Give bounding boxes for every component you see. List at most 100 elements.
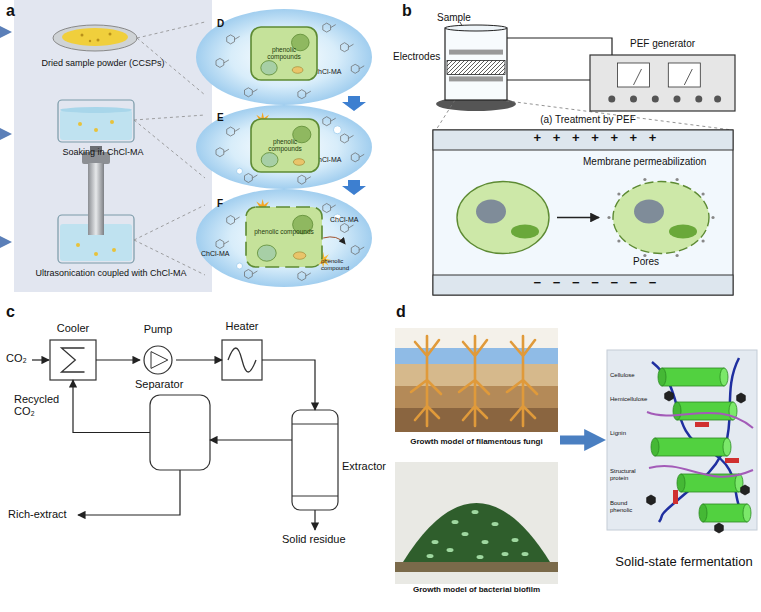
graphic-ellipse: [669, 225, 697, 239]
node-text: F: [217, 198, 231, 209]
graphic-ellipse: [462, 532, 469, 536]
graphic-polygon: [351, 246, 359, 255]
graphic-rect: [618, 63, 650, 87]
graphic-ellipse: [613, 182, 709, 254]
graphic-rect: [395, 328, 558, 456]
graphic-polygon: [245, 174, 253, 183]
graphic-ellipse: [196, 9, 372, 105]
graphic-line: [235, 36, 240, 39]
graphic-ellipse: [720, 368, 728, 386]
graphic-line: [235, 129, 240, 132]
zoom-circle: EChCl-MAphenolic compounds: [195, 104, 373, 190]
node-text: PEF generator: [630, 38, 730, 49]
graphic-polyline: [62, 348, 85, 372]
graphic-polygon: [0, 128, 12, 140]
graphic-rect: [449, 76, 503, 81]
graphic-polygon: [323, 23, 331, 32]
graphic-rect: [60, 110, 132, 140]
pef-generator: PEF generator: [590, 55, 735, 111]
graphic-line: [359, 247, 364, 250]
graphic-rect: [590, 55, 735, 111]
graphic-rect: [662, 368, 724, 386]
node-text: Solid-state fermentation: [603, 555, 761, 570]
graphic-ellipse: [743, 504, 751, 522]
fungi-model-outline: [395, 328, 558, 456]
graphic-circle: [676, 178, 679, 181]
graphic-line: [137, 38, 205, 95]
graphic-circle: [112, 248, 116, 252]
part-label: Electrodes: [393, 51, 453, 62]
graphic-circle: [676, 254, 679, 257]
graphic-line: [134, 240, 205, 275]
graphic-line: [684, 69, 692, 85]
graphic-line: [436, 100, 455, 130]
node-text: ChCl-MA: [313, 156, 363, 164]
graphic-polygon: [342, 180, 366, 195]
graphic-rect: [655, 438, 727, 456]
graphic-circle: [109, 33, 112, 36]
graphic-ellipse: [472, 510, 479, 514]
flow-arrow: [96, 359, 140, 360]
graphic-path: [647, 412, 753, 428]
panel-letter: c: [6, 303, 26, 321]
graphic-line: [292, 496, 338, 497]
graphic-rect: [395, 408, 558, 432]
graphic-path: [652, 362, 747, 518]
graphic-rect: [395, 432, 558, 456]
wire: [507, 38, 612, 55]
graphic-ellipse: [522, 552, 529, 556]
graphic-circle: [237, 263, 243, 269]
graphic-rect: [447, 60, 505, 74]
graphic-rect: [395, 462, 558, 584]
graphic-ellipse: [511, 225, 539, 239]
graphic-circle: [76, 243, 80, 247]
graphic-circle: [643, 178, 646, 181]
graphic-ellipse: [492, 522, 499, 526]
graphic-polygon: [647, 495, 656, 505]
graphic-rect: [251, 27, 317, 80]
panel-b-art: [436, 22, 732, 130]
ssf-structure-outline: [607, 350, 757, 530]
graphic-line: [331, 25, 336, 28]
node-text: phenolic compounds: [256, 46, 312, 61]
charge-row: − − − − − − −: [462, 276, 732, 291]
graphic-ellipse: [447, 548, 454, 552]
graphic-circle: [78, 122, 82, 126]
graphic-polygon: [245, 270, 253, 279]
sample-beaker: Sample: [445, 28, 507, 100]
treatment-chamber-outline: [433, 130, 733, 295]
zoom-circle: FChCl-MAChCl-MAphenolic compoundphenolic…: [195, 188, 373, 288]
panel-letter: a: [6, 2, 26, 20]
separator-vessel-outline: [150, 395, 210, 470]
panel-letter: d: [396, 303, 416, 321]
graphic-polygon: [665, 391, 674, 401]
graphic-rect: [449, 50, 503, 55]
graphic-rect: [251, 119, 319, 172]
graphic-ellipse: [293, 252, 305, 259]
block-arrow: [560, 436, 593, 445]
graphic-rect: [673, 490, 678, 504]
graphic-rect: [433, 130, 733, 150]
node-text: Growth model of bacterial biofilm: [398, 586, 555, 595]
panel-c-art: [32, 360, 315, 530]
pump-symbol: Pump: [140, 345, 176, 375]
node-text: Pump: [130, 323, 186, 335]
graphic-line: [306, 177, 311, 180]
graphic-ellipse: [427, 554, 434, 558]
graphic-rect: [703, 504, 747, 522]
biofilm-model-outline: [395, 462, 558, 584]
graphic-line: [306, 273, 311, 276]
graphic-line: [252, 271, 257, 274]
graphic-circle: [89, 40, 91, 42]
graphic-polygon: [341, 224, 349, 233]
graphic-line: [349, 44, 354, 47]
graphic-polygon: [715, 523, 724, 533]
plant-cell: phenolic compounds: [250, 118, 320, 173]
graphic-polygon: [14, 0, 212, 292]
graphic-circle: [81, 34, 84, 37]
graphic-line: [134, 115, 205, 120]
graphic-ellipse: [62, 28, 128, 46]
graphic-polygon: [298, 175, 306, 184]
graphic-rect: [677, 402, 733, 420]
graphic-circle: [237, 168, 243, 174]
